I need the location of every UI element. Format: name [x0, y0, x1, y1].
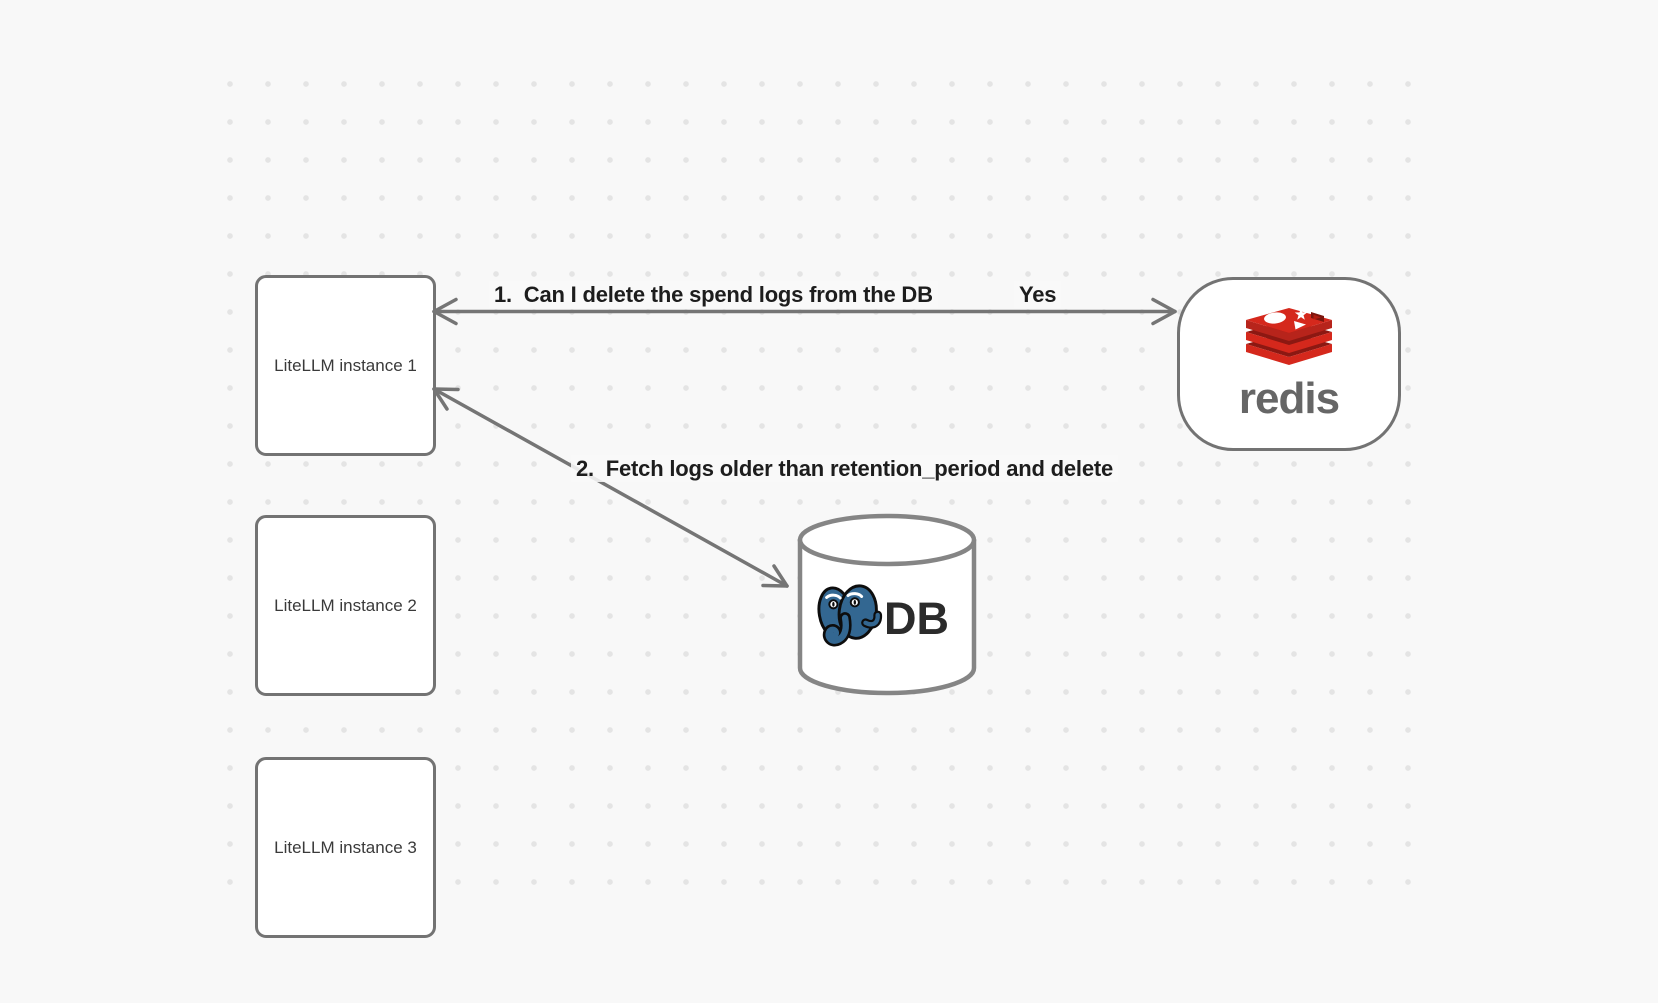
database-node[interactable]: DB	[796, 512, 982, 700]
edge2-label: 2. Fetch logs older than retention_perio…	[571, 455, 1119, 483]
edge1-label: 1. Can I delete the spend logs from the …	[489, 281, 938, 309]
cylinder-shape	[797, 513, 977, 696]
edge-litellm-db-arrow[interactable]	[432, 387, 789, 588]
redis-wordmark: redis	[1238, 373, 1340, 423]
litellm-instance-1-label: LiteLLM instance 1	[274, 355, 417, 375]
redis-node[interactable]: redis	[1177, 277, 1401, 451]
litellm-instance-2-label: LiteLLM instance 2	[274, 595, 417, 615]
edge1-response-label: Yes	[1014, 281, 1062, 309]
litellm-instance-3-label: LiteLLM instance 3	[274, 837, 417, 857]
edge-litellm-redis-arrow[interactable]	[432, 297, 1177, 326]
litellm-instance-1-node[interactable]: LiteLLM instance 1	[255, 275, 436, 456]
litellm-instance-2-node[interactable]: LiteLLM instance 2	[255, 515, 436, 696]
litellm-instance-3-node[interactable]: LiteLLM instance 3	[255, 757, 436, 938]
redis-logo-icon	[1245, 307, 1333, 375]
postgresql-elephant-icon	[811, 578, 885, 657]
db-label: DB	[884, 593, 949, 644]
